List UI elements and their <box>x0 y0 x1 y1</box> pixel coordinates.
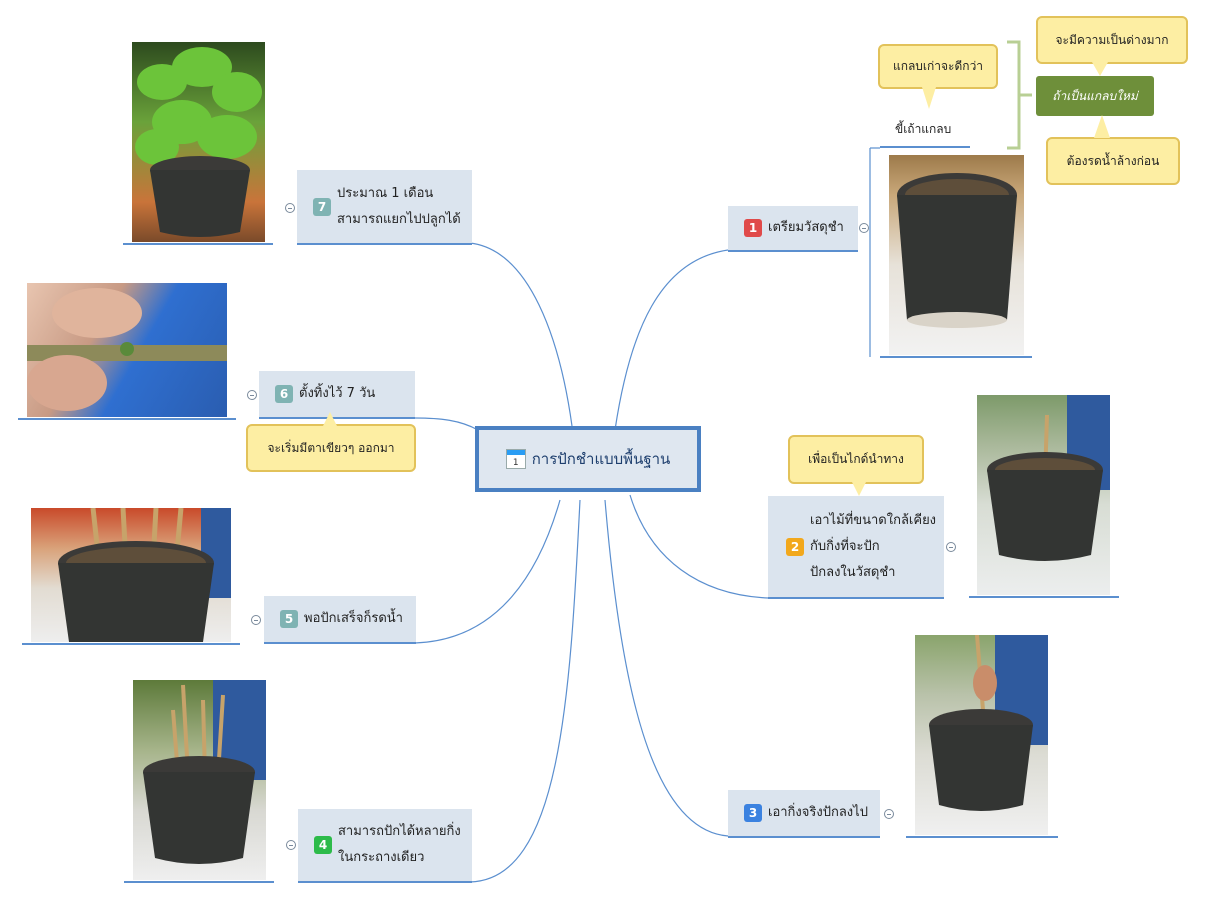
photo-watered-pot <box>31 508 231 642</box>
callout-old-husk-better[interactable]: แกลบเก่าจะดีกว่า <box>878 44 998 89</box>
topic-7-line-2: สามารถแยกไปปลูกได้ <box>337 211 461 227</box>
link-topic-4 <box>469 499 581 883</box>
topic-2-line-2: กับกิ่งที่จะปัก <box>810 538 880 554</box>
subtopic-if-new-husk[interactable]: ถ้าเป็นแกลบใหม่ <box>1036 76 1154 116</box>
topic-3-line-1: เอากิ่งจริงปักลงไป <box>768 805 868 820</box>
link-topic-3 <box>604 499 729 837</box>
photo-underline-6 <box>18 418 236 420</box>
callout-green-buds[interactable]: จะเริ่มมีตาเขียวๆ ออกมา <box>246 424 416 472</box>
topic-4-number: 4 <box>314 836 332 854</box>
topic-5[interactable]: 5 พอปักเสร็จก็รดน้ำ <box>264 596 416 644</box>
pot-illustration <box>929 635 1048 811</box>
topic-4-line-1: สามารถปักได้หลายกิ่ง <box>338 824 461 839</box>
stem-illustration <box>27 288 227 411</box>
callout-as-guide[interactable]: เพื่อเป็นไกด์นำทาง <box>788 435 924 484</box>
photo-empty-pot <box>889 155 1024 355</box>
subtopic-if-new-husk-text: ถ้าเป็นแกลบใหม่ <box>1052 88 1138 103</box>
photo-grown-plant <box>132 42 265 242</box>
collapse-toggle-5[interactable] <box>251 615 261 625</box>
callout-tail <box>852 482 866 496</box>
callout-tail <box>1094 115 1110 138</box>
callout-green-buds-text: จะเริ่มมีตาเขียวๆ ออกมา <box>267 440 395 455</box>
central-topic-label: การปักชำแบบพื้นฐาน <box>531 450 671 468</box>
callout-as-guide-text: เพื่อเป็นไกด์นำทาง <box>808 452 904 466</box>
callout-wash-first[interactable]: ต้องรดน้ำล้างก่อน <box>1046 137 1180 185</box>
topic-1[interactable]: 1 เตรียมวัสดุชำ <box>728 206 858 252</box>
collapse-toggle-2[interactable] <box>946 542 956 552</box>
collapse-toggle-7[interactable] <box>285 203 295 213</box>
photo-underline-2 <box>969 596 1119 598</box>
topic-4[interactable]: 4 สามารถปักได้หลายกิ่ง ในกระถางเดียว <box>298 809 472 883</box>
photo-underline-7 <box>123 243 273 245</box>
central-topic[interactable]: 1 การปักชำแบบพื้นฐาน <box>475 426 701 492</box>
pot-illustration <box>897 173 1017 328</box>
photo-underline-4 <box>124 881 274 883</box>
pot-illustration <box>987 395 1110 561</box>
photo-pot-with-stick <box>977 395 1110 595</box>
collapse-toggle-4[interactable] <box>286 840 296 850</box>
callout-very-alkaline[interactable]: จะมีความเป็นด่างมาก <box>1036 16 1188 64</box>
topic-7-line-1: ประมาณ 1 เดือน <box>337 185 434 201</box>
photo-underline-1 <box>880 356 1032 358</box>
link-topic-2 <box>629 494 769 599</box>
callout-wash-first-text: ต้องรดน้ำล้างก่อน <box>1066 153 1160 168</box>
topic-1-number: 1 <box>744 219 762 237</box>
callout-old-husk-better-text: แกลบเก่าจะดีกว่า <box>892 59 984 73</box>
pot-illustration <box>143 680 266 864</box>
husk-ash-label[interactable]: ขี้เถ้าแกลบ <box>895 122 952 136</box>
link-topic-7 <box>469 242 573 427</box>
photo-insert-cutting <box>915 635 1048 835</box>
collapse-toggle-1[interactable] <box>859 223 869 233</box>
topic-2-line-3: ปักลงในวัสดุชำ <box>810 564 896 580</box>
callout-very-alkaline-text: จะมีความเป็นด่างมาก <box>1055 32 1169 47</box>
topic-4-line-2: ในกระถางเดียว <box>338 850 425 865</box>
topic-3-number: 3 <box>744 804 762 822</box>
callout-tail <box>1092 62 1108 76</box>
topic-5-line-1: พอปักเสร็จก็รดน้ำ <box>304 611 403 626</box>
link-topic-5 <box>414 499 561 644</box>
topic-1-line-1: เตรียมวัสดุชำ <box>768 220 844 235</box>
link-topic-6 <box>414 417 479 431</box>
photo-green-bud <box>27 283 227 417</box>
topic-6-line-1: ตั้งทิ้งไว้ 7 วัน <box>299 386 376 401</box>
calendar-icon: 1 <box>505 449 526 469</box>
topic-7[interactable]: 7 ประมาณ 1 เดือน สามารถแยกไปปลูกได้ <box>297 170 472 245</box>
topic-6[interactable]: 6 ตั้งทิ้งไว้ 7 วัน <box>259 371 415 419</box>
topic-7-number: 7 <box>313 197 331 216</box>
topic-2-number: 2 <box>786 537 804 556</box>
pot-illustration <box>58 508 231 642</box>
callout-tail <box>323 412 337 426</box>
topic-2-line-1: เอาไม้ที่ขนาดใกล้เคียง <box>810 512 937 528</box>
photo-underline-5 <box>22 643 240 645</box>
topic-6-number: 6 <box>275 385 293 403</box>
photo-multiple-cuttings <box>133 680 266 880</box>
bracket <box>1007 40 1032 150</box>
topic-5-number: 5 <box>280 610 298 628</box>
plant-illustration <box>135 47 262 237</box>
link-topic-1 <box>614 249 729 431</box>
photo-underline-3 <box>906 836 1058 838</box>
topic-2[interactable]: 2 เอาไม้ที่ขนาดใกล้เคียง กับกิ่งที่จะปัก… <box>768 496 944 599</box>
callout-tail <box>922 87 936 109</box>
topic-3[interactable]: 3 เอากิ่งจริงปักลงไป <box>728 790 880 838</box>
collapse-toggle-6[interactable] <box>247 390 257 400</box>
collapse-toggle-3[interactable] <box>884 809 894 819</box>
